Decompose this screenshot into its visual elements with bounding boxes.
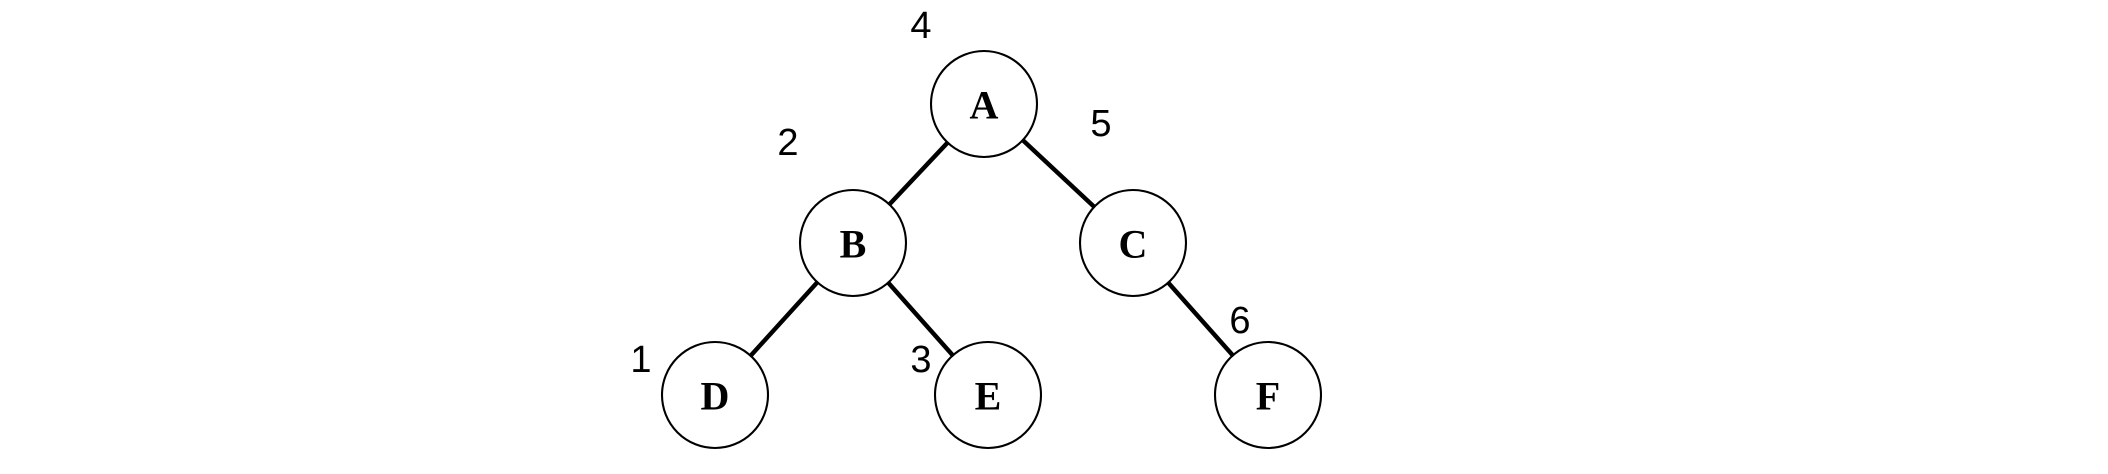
edges-layer [748, 138, 1235, 358]
tree-node-b[interactable]: B [798, 188, 908, 298]
edge-weight-d: 1 [630, 339, 651, 381]
edge-weight-e: 3 [910, 339, 931, 381]
node-label-e: E [975, 374, 1002, 419]
tree-node-c[interactable]: C [1078, 188, 1188, 298]
node-label-a: A [970, 83, 999, 128]
node-circle-f[interactable] [1213, 340, 1323, 450]
tree-edge-b-e [886, 281, 955, 357]
tree-edge-a-b [887, 141, 950, 206]
node-circle-d[interactable] [660, 340, 770, 450]
edge-weight-a: 4 [910, 5, 931, 47]
tree-node-d[interactable]: D [660, 340, 770, 450]
tree-node-e[interactable]: E [933, 340, 1043, 450]
tree-edge-b-d [748, 280, 820, 358]
node-circle-a[interactable] [929, 49, 1039, 159]
node-label-d: D [701, 374, 730, 419]
node-circle-c[interactable] [1078, 188, 1188, 298]
tree-node-a[interactable]: A [929, 49, 1039, 159]
nodes-layer: A B C D E F [660, 49, 1323, 450]
node-label-b: B [840, 222, 867, 267]
tree-node-f[interactable]: F [1213, 340, 1323, 450]
node-label-f: F [1256, 374, 1280, 419]
node-circle-e[interactable] [933, 340, 1043, 450]
node-label-c: C [1119, 222, 1148, 267]
node-circle-b[interactable] [798, 188, 908, 298]
tree-edge-a-c [1021, 138, 1096, 209]
tree-edge-c-f [1166, 281, 1235, 357]
edge-weight-layer: 4 2 5 1 3 6 [630, 5, 1250, 381]
edge-weight-b: 2 [777, 122, 798, 164]
edge-weight-f: 6 [1229, 300, 1250, 342]
edge-weight-c: 5 [1090, 103, 1111, 145]
